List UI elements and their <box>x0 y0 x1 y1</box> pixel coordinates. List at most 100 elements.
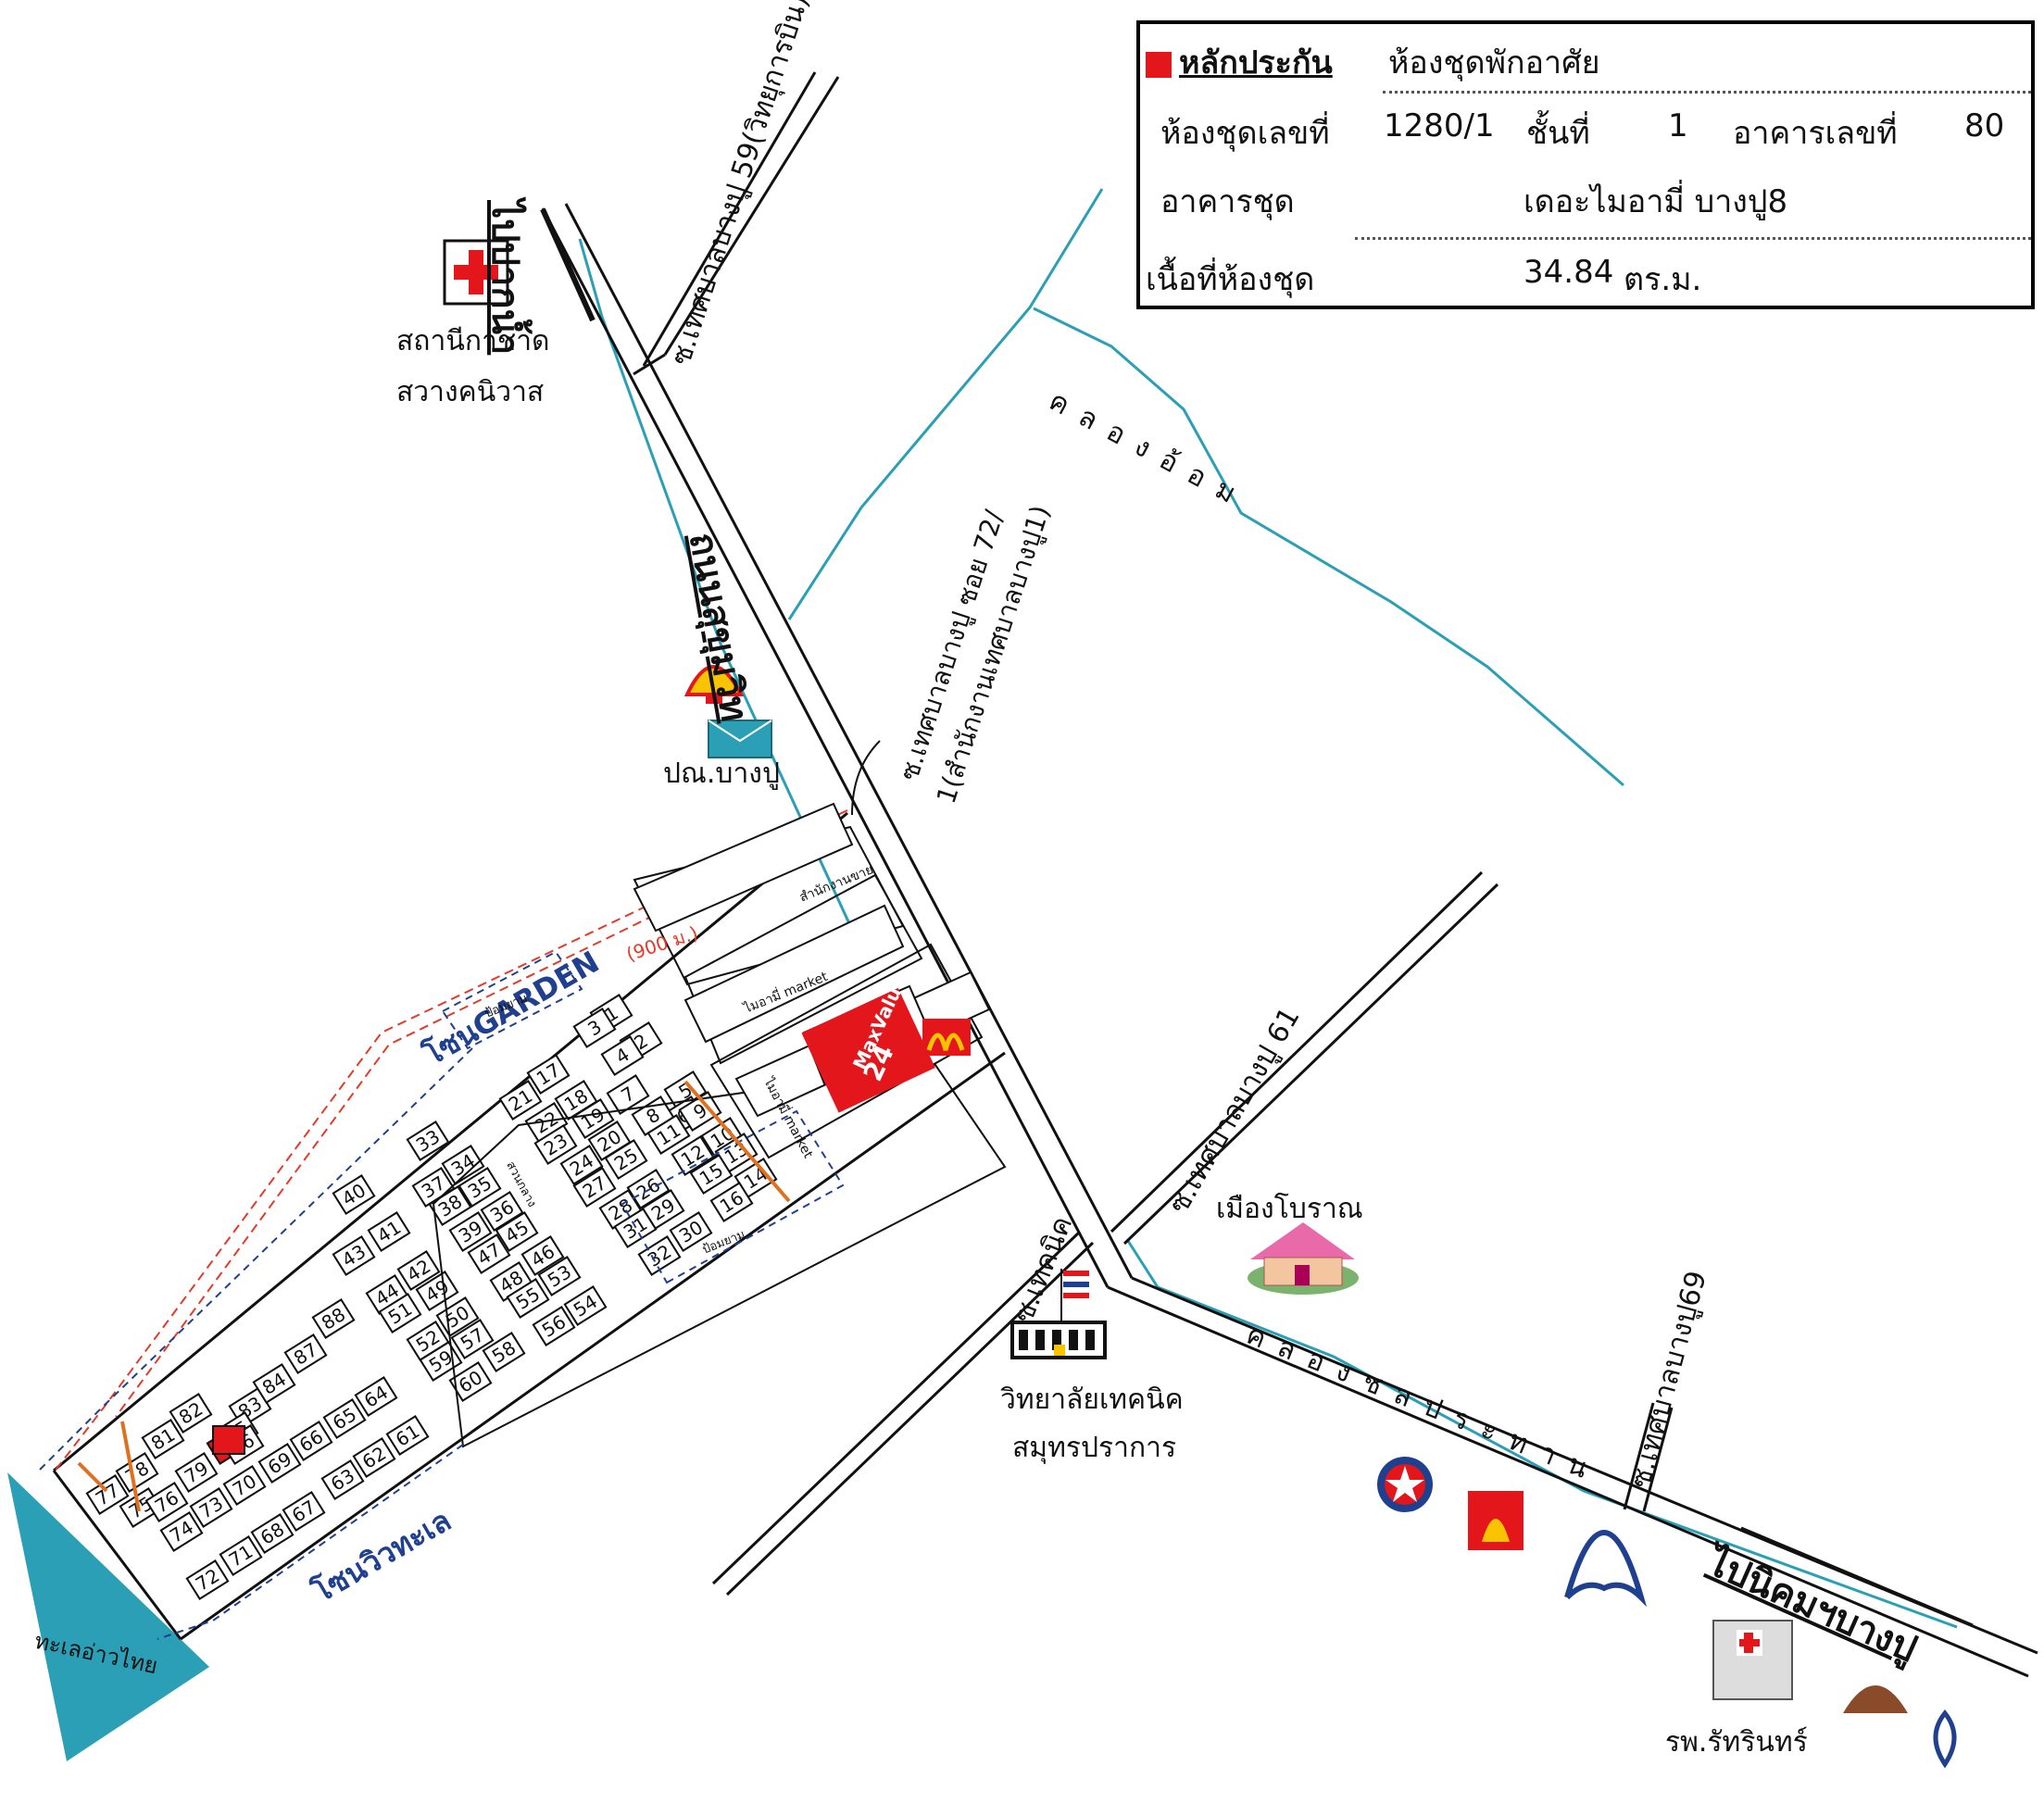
ancient-city-label: เมืองโบราณ <box>1216 1193 1363 1225</box>
building-plot-box <box>637 1235 682 1276</box>
building-plot-box <box>185 1559 230 1600</box>
building-plot-box <box>669 1211 713 1252</box>
zone-outlines <box>36 950 845 1640</box>
hospital-label: รพ.รัทรินทร์ <box>1665 1726 1808 1759</box>
building-plot: 82 <box>169 1393 213 1434</box>
building-plot: 61 <box>385 1415 430 1456</box>
building-plot: 4 <box>600 1035 645 1076</box>
collateral-label: หลักประกัน <box>1179 44 1333 81</box>
building-label: อาคารเลขที่ <box>1733 115 1898 152</box>
building-plot-box <box>537 1256 582 1296</box>
building-plot-box <box>604 1139 648 1180</box>
college-icon <box>1010 1269 1107 1359</box>
building-plot-box <box>311 1298 356 1339</box>
building-plot: 68 <box>250 1513 295 1554</box>
ancient-city-icon <box>1248 1222 1359 1295</box>
bank-logo-icon <box>1564 1529 1648 1608</box>
building-plot: 54 <box>563 1285 608 1326</box>
unit-label: ห้องชุดเลขที่ <box>1160 115 1330 152</box>
building-plot-box <box>283 1333 328 1374</box>
arrow <box>851 740 881 816</box>
nikhom-road-edge <box>1740 1526 1974 1627</box>
floor-label: ชั้นที่ <box>1526 115 1590 152</box>
building-plot-box <box>252 1363 296 1404</box>
building-plot-box <box>222 1465 267 1506</box>
building-plot: 62 <box>352 1437 396 1478</box>
building-plot: 88 <box>311 1298 356 1339</box>
college-label-2: สมุทรปราการ <box>1012 1432 1177 1464</box>
college-label-1: วิทยาลัยเทคนิค <box>1000 1384 1184 1416</box>
paknam-hatch <box>540 207 596 322</box>
khlong-chon-line <box>1126 1240 1958 1629</box>
building-plot-box <box>458 1167 502 1208</box>
building-plot: 7 <box>606 1074 650 1115</box>
sea-area <box>7 1472 209 1761</box>
building-plot: 69 <box>257 1443 302 1484</box>
hospital-icon <box>1712 1620 1793 1700</box>
bank-emblem-icon <box>1468 1491 1524 1550</box>
building-plot-box <box>709 1182 754 1222</box>
building-plot-box <box>606 1074 650 1115</box>
building-plot: 72 <box>185 1559 230 1600</box>
building-plot: 74 <box>159 1511 204 1552</box>
building-plot-box <box>406 1121 450 1161</box>
collateral-label-wrap: หลักประกัน <box>1146 37 1333 87</box>
building-plot-box <box>435 1296 480 1337</box>
post-office-label: ปณ.บางปู <box>663 758 780 790</box>
roads <box>52 71 2038 1678</box>
condo-value: เดอะไมอามี่ บางปู8 <box>1524 183 1788 220</box>
building-plot-box <box>320 1459 365 1500</box>
building-plot: 71 <box>219 1535 263 1576</box>
building-plot: 65 <box>322 1398 367 1439</box>
building-plot-box <box>600 1035 645 1076</box>
building-plot: 41 <box>367 1211 411 1252</box>
canals <box>578 188 1958 1629</box>
building-plot-box <box>533 1124 578 1165</box>
building-plot-box <box>450 1319 495 1359</box>
bbl-logo-icon <box>1933 1709 1957 1769</box>
envelope-icon <box>708 720 772 758</box>
collateral-marker <box>1146 51 1172 78</box>
building-plot-box <box>332 1235 376 1276</box>
building-plot-box <box>282 1491 326 1532</box>
building-plot: 56 <box>532 1306 576 1346</box>
building-plot: 21 <box>498 1080 543 1121</box>
legend-box: หลักประกัน ห้องชุดพักอาศัย ห้องชุดเลขที่… <box>1136 20 2035 309</box>
building-plot-box <box>678 1091 722 1132</box>
building-plot: 3 <box>572 1008 617 1048</box>
building-plot-box <box>559 1145 604 1185</box>
building-plot-box <box>352 1437 396 1478</box>
building-plot-box <box>532 1306 576 1346</box>
mcdonalds-icon <box>922 1019 971 1056</box>
shell-icon <box>683 665 745 704</box>
building-plot-box <box>354 1376 398 1417</box>
area-label: เนื้อที่ห้องชุด <box>1146 261 1315 298</box>
building-plot: 84 <box>252 1363 296 1404</box>
red-cross-icon <box>443 239 509 306</box>
building-plot-box <box>289 1421 333 1461</box>
building-plot-box <box>219 1535 263 1576</box>
building-plot-box <box>498 1080 543 1121</box>
area-value: 34.84 <box>1524 254 1614 291</box>
divider-2 <box>1355 237 2031 240</box>
building-plot: 70 <box>222 1465 267 1506</box>
building-plot: 79 <box>174 1452 219 1493</box>
highlighted-building <box>212 1425 245 1455</box>
building-plot-box <box>482 1332 526 1372</box>
building-plot-box <box>415 1271 459 1311</box>
building-plot-box <box>385 1415 430 1456</box>
building-plot-box <box>467 1233 511 1274</box>
building-plot-box <box>520 1235 565 1276</box>
building-plot-box <box>563 1285 608 1326</box>
building-plot: 63 <box>320 1459 365 1500</box>
kbank-logo-icon <box>1843 1685 1908 1713</box>
building-plot: 17 <box>526 1054 571 1095</box>
building-plot: 66 <box>289 1421 333 1461</box>
unit-value: 1280/1 <box>1384 107 1495 144</box>
building-plot: 33 <box>406 1121 450 1161</box>
divider-1 <box>1383 91 2031 94</box>
building-plot: 64 <box>354 1376 398 1417</box>
health-station-label-2: สวางคนิวาส <box>396 376 545 408</box>
building-plot-box <box>526 1054 571 1095</box>
